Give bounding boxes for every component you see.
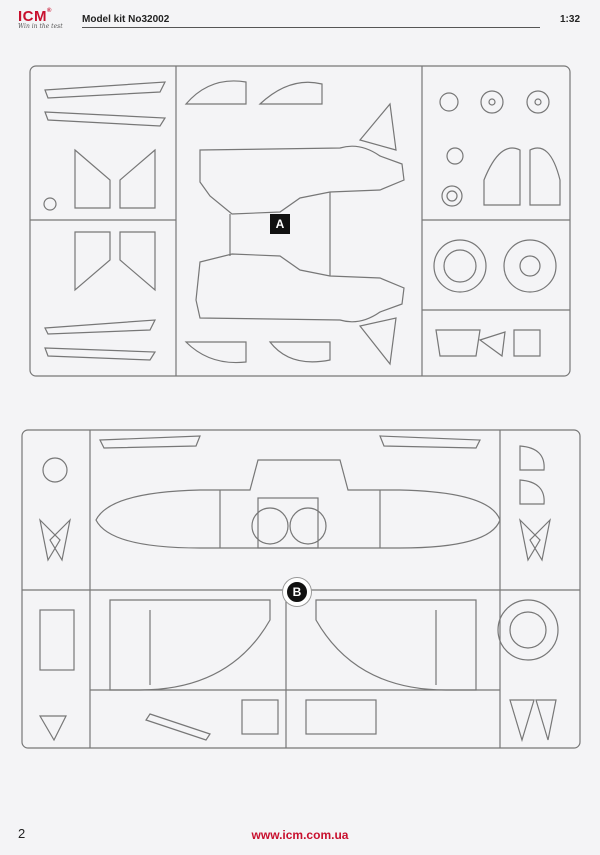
page-header: ICM® Win in the test Model kit No32002 1… [0,0,600,40]
logo-text: ICM [18,8,47,25]
sprue-a-label: A [270,214,290,234]
sprue-b-label: B [283,578,311,606]
page-number: 2 [18,826,26,841]
icm-logo: ICM® Win in the test [18,8,63,30]
logo-tagline: Win in the test [18,23,63,30]
kit-title: Model kit No32002 [82,14,170,25]
footer-url[interactable]: www.icm.com.ua [251,828,349,842]
header-rule [82,27,540,28]
scale-label: 1:32 [559,14,580,25]
